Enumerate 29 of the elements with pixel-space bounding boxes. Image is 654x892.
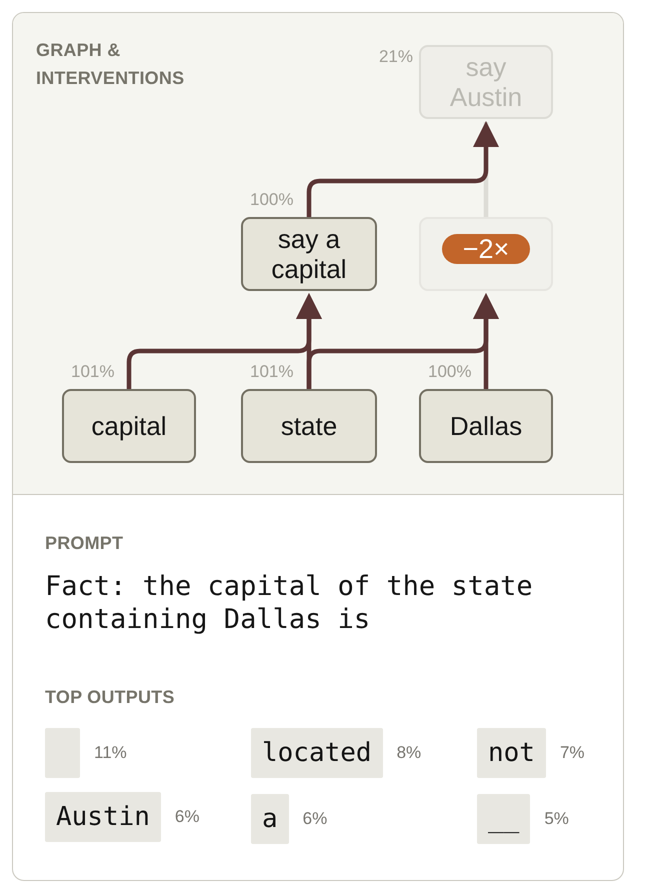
percent-label: 11% bbox=[94, 743, 127, 763]
percent-label: 6% bbox=[302, 809, 328, 829]
percent-label: 5% bbox=[544, 809, 569, 829]
section-heading: PROMPT bbox=[45, 532, 124, 555]
token-chip: not bbox=[477, 728, 546, 778]
percent-label: 101% bbox=[250, 362, 294, 382]
arrow bbox=[306, 121, 499, 217]
token-chip: located bbox=[251, 728, 383, 778]
percent-label: 101% bbox=[71, 362, 114, 382]
section-heading: TOP OUTPUTS bbox=[45, 686, 175, 709]
token-node: capital bbox=[62, 389, 196, 463]
percent-label: 6% bbox=[174, 807, 200, 827]
token-chip: a bbox=[251, 794, 289, 844]
section-heading: GRAPH & INTERVENTIONS bbox=[36, 39, 186, 90]
token-chip: __ bbox=[477, 794, 530, 844]
percent-label: 7% bbox=[560, 743, 585, 763]
token-node: Dallas bbox=[419, 389, 553, 463]
percent-label: 8% bbox=[396, 743, 422, 763]
token-chip bbox=[45, 728, 80, 778]
percent-label: 100% bbox=[428, 362, 472, 382]
arrow bbox=[473, 293, 499, 389]
prompt-text: Fact: the capital of the state containing Dallas is bbox=[45, 570, 534, 636]
token-chip: Austin bbox=[45, 792, 161, 842]
feature-node: say a capital bbox=[241, 217, 377, 291]
percent-label: 100% bbox=[250, 190, 294, 210]
token-node: state bbox=[241, 389, 377, 463]
intervention-box bbox=[419, 217, 553, 291]
scale-pill: −2× bbox=[442, 234, 530, 264]
percent-label: 21% bbox=[378, 47, 413, 67]
